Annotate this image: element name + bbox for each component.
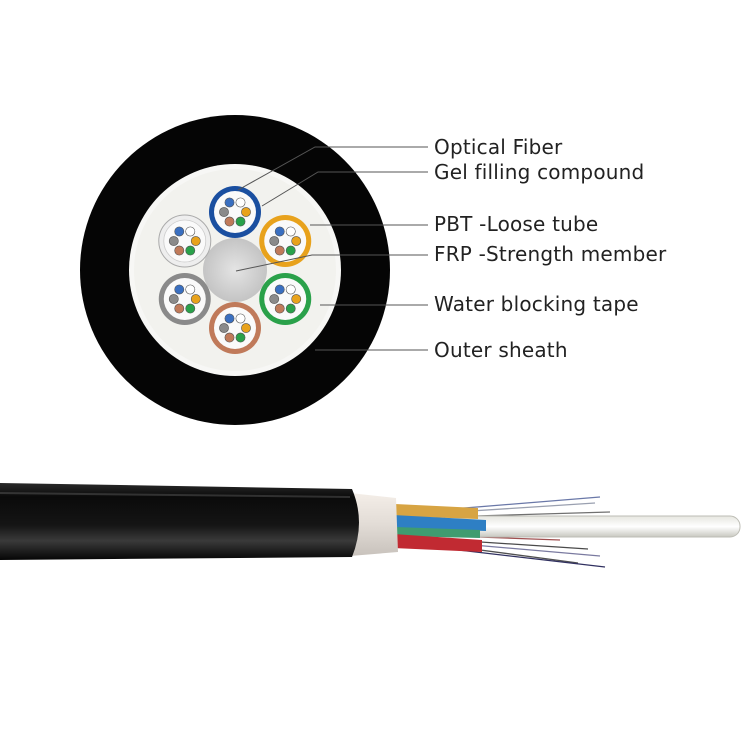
fiber <box>241 207 251 217</box>
fiber <box>168 294 179 304</box>
fiber <box>285 284 296 295</box>
fiber <box>235 216 246 227</box>
fiber <box>174 226 185 237</box>
fiber <box>274 245 285 256</box>
fiber <box>274 284 285 295</box>
leader-frp-member <box>235 254 428 272</box>
fiber <box>190 236 201 246</box>
cable-cross-section <box>80 115 390 425</box>
fiber <box>219 207 229 217</box>
cable-side-view <box>0 483 741 568</box>
fiber <box>285 245 296 256</box>
fiber <box>235 332 246 343</box>
fiber <box>274 226 285 237</box>
label-gel-filling-compound: Gel filling compound <box>434 160 645 184</box>
fiber <box>174 245 185 256</box>
fiber <box>219 323 229 333</box>
fiber <box>174 303 185 314</box>
fiber <box>185 245 196 256</box>
fiber <box>224 332 235 343</box>
fiber <box>235 197 246 208</box>
label-pbt-loose-tube: PBT -Loose tube <box>434 212 599 236</box>
label-optical-fiber: Optical Fiber <box>434 135 563 159</box>
fiber <box>269 236 280 246</box>
label-water-blocking-tape: Water blocking tape <box>434 292 639 316</box>
leader-lines <box>235 146 428 351</box>
fiber <box>185 284 196 295</box>
tube-green <box>259 273 312 325</box>
fiber <box>291 294 302 304</box>
fiber <box>235 313 246 324</box>
fiber <box>168 236 179 246</box>
leader-optical-fiber <box>237 146 428 191</box>
fiber <box>241 323 251 333</box>
fiber <box>185 226 196 237</box>
fiber <box>285 226 296 237</box>
fiber <box>285 303 296 314</box>
side-tube-green <box>395 527 480 538</box>
side-tube-blue <box>393 515 486 531</box>
fiber <box>224 197 235 208</box>
tube-gray <box>158 273 211 325</box>
fiber <box>269 294 280 304</box>
fiber <box>174 284 185 295</box>
label-outer-sheath: Outer sheath <box>434 338 568 362</box>
side-outer-sheath <box>0 483 359 560</box>
fiber <box>291 236 302 246</box>
tube-orange <box>259 215 312 267</box>
loose-tubes <box>158 186 312 354</box>
side-tube-orange <box>395 504 478 519</box>
fiber <box>185 303 196 314</box>
tube-brown <box>209 302 261 354</box>
tube-white <box>158 214 212 268</box>
fiber <box>274 303 285 314</box>
side-tube-red <box>393 534 482 552</box>
label-frp-strength-member: FRP -Strength member <box>434 242 667 266</box>
fiber <box>224 313 235 324</box>
fiber <box>224 216 235 227</box>
leader-gel-filling <box>261 171 428 207</box>
side-water-tape <box>350 493 398 556</box>
frp-strength-member <box>203 238 267 302</box>
fiber <box>190 294 201 304</box>
tube-blue <box>209 186 261 238</box>
